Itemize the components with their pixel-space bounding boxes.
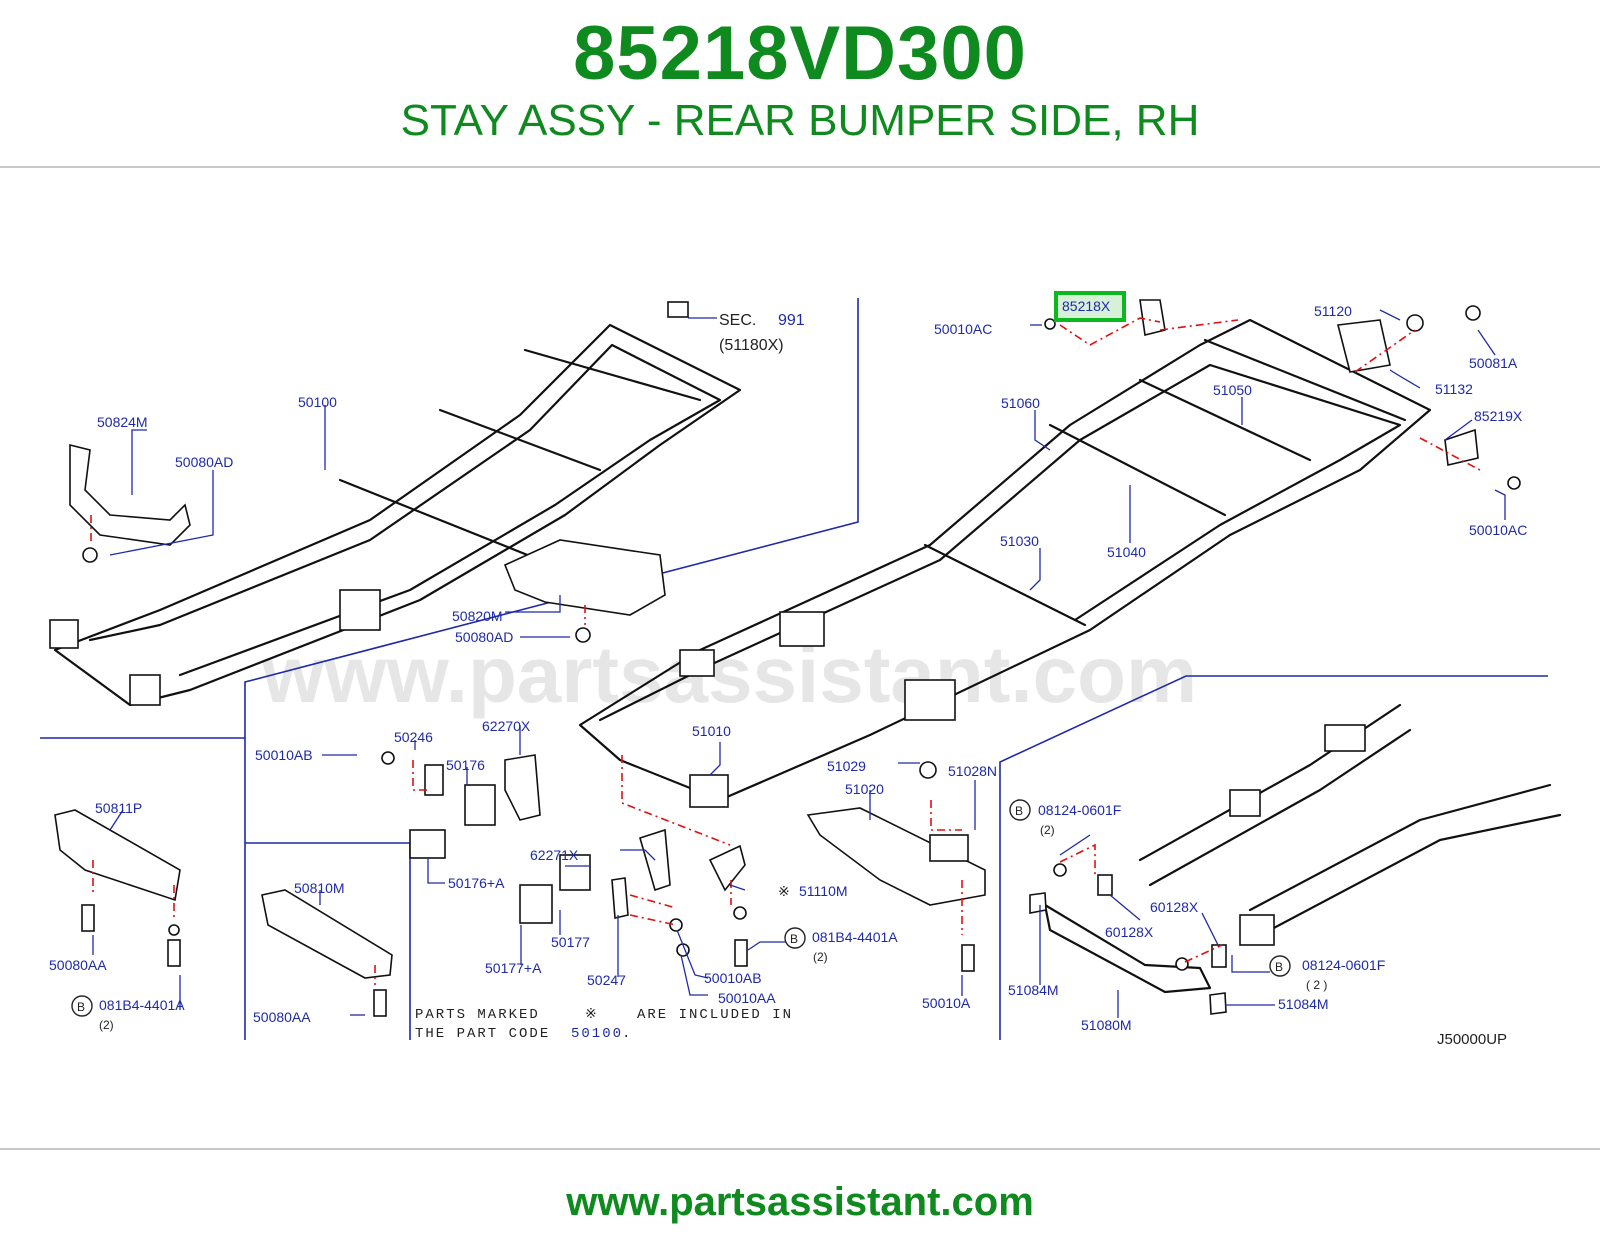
- label-60128X[interactable]: 60128X: [1150, 899, 1199, 915]
- part-50824M: [69, 443, 191, 546]
- label-50080AA[interactable]: 50080AA: [253, 1009, 311, 1025]
- label-85218X[interactable]: 85218X: [1062, 298, 1111, 314]
- label-081B4-4401A[interactable]: 081B4-4401A: [812, 929, 898, 945]
- part-50820M: [503, 539, 666, 616]
- qty-081B4-4401A: (2): [99, 1018, 114, 1032]
- red-leader-lines: [90, 317, 1481, 985]
- label-51028N[interactable]: 51028N: [948, 763, 997, 779]
- label-51084M[interactable]: 51084M: [1278, 996, 1329, 1012]
- label-50081A[interactable]: 50081A: [1469, 355, 1518, 371]
- qty-081B4-4401A: (2): [813, 950, 828, 964]
- exploded-parts-diagram: www.partsassistant.com: [40, 291, 1562, 1048]
- watermark: www.partsassistant.com: [261, 630, 1197, 719]
- note-line1-b: ARE INCLUDED IN: [637, 1007, 793, 1023]
- footer-url[interactable]: www.partsassistant.com: [566, 1180, 1034, 1224]
- label-50177[interactable]: 50177: [551, 934, 590, 950]
- label-50824M[interactable]: 50824M: [97, 414, 148, 430]
- label-51132[interactable]: 51132: [1435, 381, 1473, 397]
- label-50010AC[interactable]: 50010AC: [1469, 522, 1527, 538]
- label-51084M[interactable]: 51084M: [1008, 982, 1059, 998]
- note-line2-b: .: [622, 1026, 632, 1042]
- mark-51110M: ※: [778, 883, 790, 899]
- b-marker-label: B: [790, 932, 798, 946]
- label-51080M[interactable]: 51080M: [1081, 1017, 1132, 1033]
- label-50100[interactable]: 50100: [298, 394, 337, 410]
- label-50176A[interactable]: 50176+A: [448, 875, 505, 891]
- label-51120[interactable]: 51120: [1314, 303, 1352, 319]
- label-50010AA[interactable]: 50010AA: [718, 990, 776, 1006]
- footer-divider: [0, 1148, 1600, 1150]
- label-50177A[interactable]: 50177+A: [485, 960, 542, 976]
- label-51060[interactable]: 51060: [1001, 395, 1040, 411]
- frame-50100: [49, 323, 742, 707]
- part-number: 85218VD300: [573, 11, 1027, 96]
- label-50010A[interactable]: 50010A: [922, 995, 971, 1011]
- b-marker: [1269, 955, 1291, 977]
- label-50080AA[interactable]: 50080AA: [49, 957, 107, 973]
- sec-ref: (51180X): [719, 337, 784, 354]
- b-marker: [784, 927, 806, 949]
- label-50010AC[interactable]: 50010AC: [934, 321, 992, 337]
- b-marker: [1009, 799, 1031, 821]
- sec-number[interactable]: 991: [778, 312, 805, 329]
- label-50811P[interactable]: 50811P: [95, 800, 142, 816]
- part-labels: 50824M 50080AD 50100 50820M 50080AD 5001…: [49, 303, 1527, 1048]
- note-line1-a: PARTS MARKED: [415, 1007, 540, 1023]
- label-50246[interactable]: 50246: [394, 729, 433, 745]
- label-08124-0601F[interactable]: 08124-0601F: [1038, 802, 1121, 818]
- footnote: PARTS MARKED ※ ARE INCLUDED IN THE PART …: [415, 1007, 793, 1042]
- label-51040[interactable]: 51040: [1107, 544, 1146, 560]
- note-line2-a: THE PART CODE: [415, 1026, 550, 1042]
- label-50176[interactable]: 50176: [446, 757, 485, 773]
- part-description: STAY ASSY - REAR BUMPER SIDE, RH: [400, 96, 1200, 145]
- qty-08124-0601F: (2): [1040, 823, 1055, 837]
- sec-prefix: SEC.: [719, 312, 756, 329]
- qty-08124-0601F: ( 2 ): [1306, 978, 1327, 992]
- highlighted-part-85218X[interactable]: 85218X: [1054, 291, 1126, 322]
- label-081B4-4401A[interactable]: 081B4-4401A: [99, 997, 185, 1013]
- note-mark: ※: [585, 1007, 599, 1023]
- frame-51010: [578, 318, 1432, 808]
- diagram-code: J50000UP: [1437, 1031, 1507, 1048]
- small-parts: [54, 299, 1562, 1017]
- label-85219X[interactable]: 85219X: [1474, 408, 1523, 424]
- label-51029[interactable]: 51029: [827, 758, 866, 774]
- label-51010[interactable]: 51010: [692, 723, 731, 739]
- b-marker: [71, 995, 93, 1017]
- blue-leader-lines: [92, 309, 1506, 1018]
- b-marker-label: B: [1015, 804, 1023, 818]
- label-50820M[interactable]: 50820M: [452, 608, 503, 624]
- label-51110M[interactable]: 51110M: [799, 883, 848, 899]
- label-50080AD[interactable]: 50080AD: [455, 629, 513, 645]
- label-62270X[interactable]: 62270X: [482, 718, 531, 734]
- label-50080AD[interactable]: 50080AD: [175, 454, 233, 470]
- label-50010AB[interactable]: 50010AB: [255, 747, 313, 763]
- header-divider: [0, 166, 1600, 168]
- label-50247[interactable]: 50247: [587, 972, 626, 988]
- label-50810M[interactable]: 50810M: [294, 880, 345, 896]
- label-51020[interactable]: 51020: [845, 781, 884, 797]
- label-62271X[interactable]: 62271X: [530, 847, 579, 863]
- b-marker-label: B: [1275, 960, 1283, 974]
- label-60128X[interactable]: 60128X: [1105, 924, 1154, 940]
- label-51050[interactable]: 51050: [1213, 382, 1252, 398]
- b-marker-label: B: [77, 1000, 85, 1014]
- note-code[interactable]: 50100: [571, 1026, 623, 1042]
- label-50010AB[interactable]: 50010AB: [704, 970, 762, 986]
- label-08124-0601F[interactable]: 08124-0601F: [1302, 957, 1385, 973]
- sec-reference: SEC. 991 (51180X): [667, 301, 805, 354]
- label-51030[interactable]: 51030: [1000, 533, 1039, 549]
